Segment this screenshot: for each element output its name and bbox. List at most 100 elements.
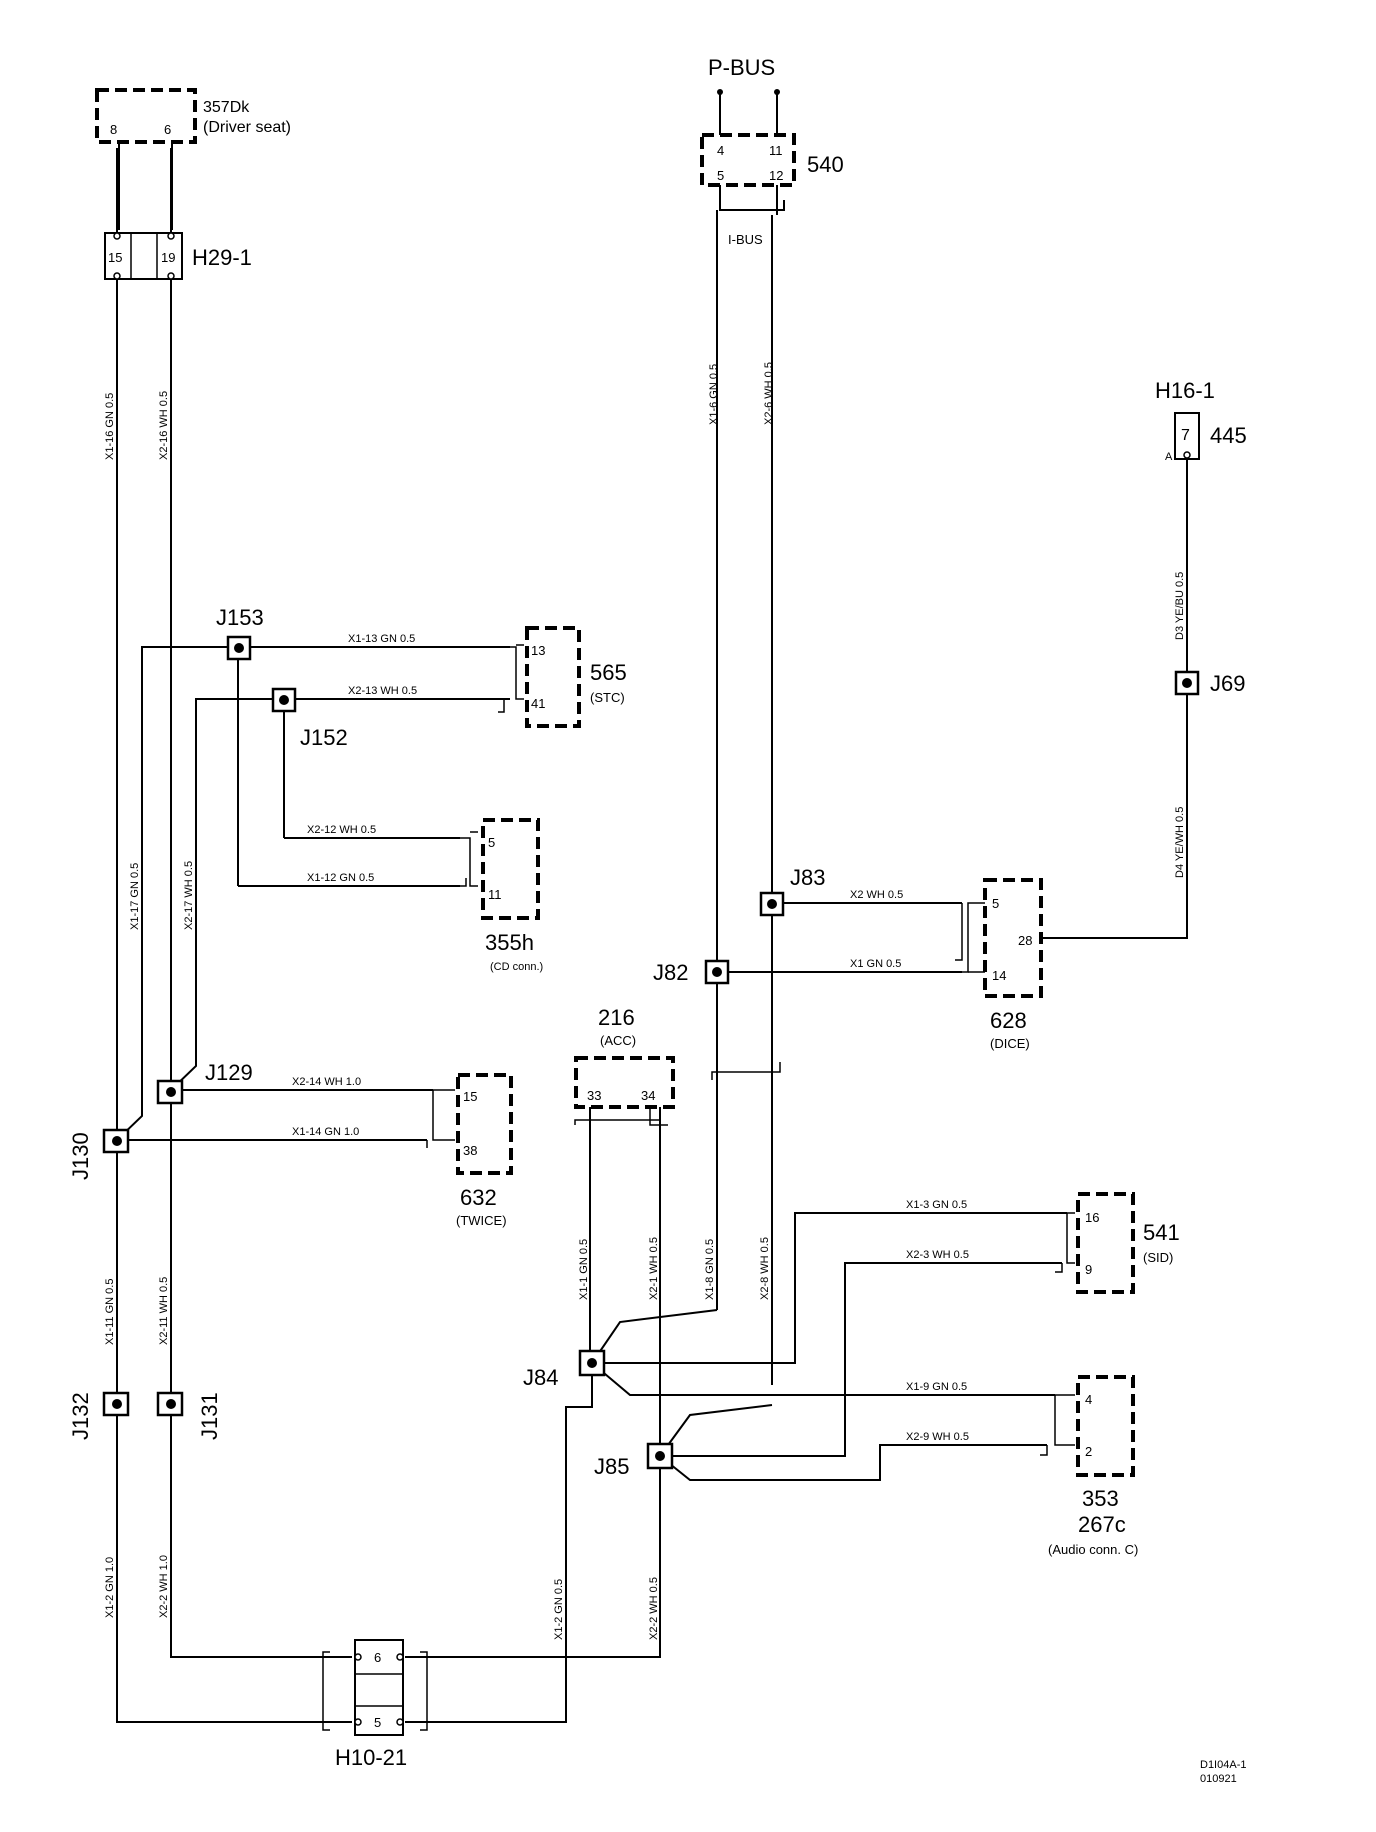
junction-label: J85 [594, 1454, 629, 1479]
junction-label: J82 [653, 960, 688, 985]
component-id: 357Dk [203, 99, 250, 116]
pin-label: 8 [110, 122, 117, 137]
component-id: H29-1 [192, 245, 252, 270]
pin-label: 16 [1085, 1210, 1099, 1225]
wire-label: D3 YE/BU 0.5 [1174, 572, 1186, 640]
connector-540: 4 11 5 12 540 [700, 133, 844, 187]
wire-label: X1-3 GN 0.5 [906, 1199, 967, 1211]
wire-label: X1-2 GN 1.0 [104, 1557, 116, 1618]
wire-label: X1-1 GN 0.5 [578, 1239, 590, 1300]
junction-label: J152 [300, 725, 348, 750]
pin-label: 14 [992, 968, 1006, 983]
component-desc: (Audio conn. C) [1048, 1542, 1138, 1557]
connector-353: 4 2 353 267c (Audio conn. C) [1048, 1375, 1138, 1557]
wire-label: X2-3 WH 0.5 [906, 1249, 969, 1261]
pin-label: 33 [587, 1088, 601, 1103]
wire-label: X1 GN 0.5 [850, 958, 901, 970]
component-id: 632 [460, 1185, 497, 1210]
drawing-code: D1I04A-1 [1200, 1759, 1246, 1771]
wire-label: X2-17 WH 0.5 [183, 861, 195, 930]
component-desc: (TWICE) [456, 1213, 507, 1228]
component-num: 445 [1210, 423, 1247, 448]
component-id-2: 267c [1078, 1512, 1126, 1537]
junction-label: J83 [790, 865, 825, 890]
wire-label: X1-14 GN 1.0 [292, 1126, 359, 1138]
junction-j152: J152 [271, 687, 348, 750]
pin-label: 11 [488, 887, 502, 902]
wire-label: X2-8 WH 0.5 [759, 1237, 771, 1300]
component-id: H16-1 [1155, 378, 1215, 403]
wire-label: X2-12 WH 0.5 [307, 824, 376, 836]
pin-label: 13 [531, 643, 545, 658]
component-desc: (SID) [1143, 1250, 1173, 1265]
junction-label: J132 [68, 1392, 93, 1440]
wire-label: X1-17 GN 0.5 [129, 863, 141, 930]
wire-label: X2-11 WH 0.5 [158, 1277, 170, 1345]
wires [116, 89, 1188, 1731]
component-id: H10-21 [335, 1745, 407, 1770]
junction-label: J69 [1210, 671, 1245, 696]
wire-label: X1-6 GN 0.5 [708, 364, 720, 425]
component-desc: (Driver seat) [203, 119, 291, 136]
connector-h29-1: 15 19 H29-1 [104, 232, 252, 280]
wire-label: X1-8 GN 0.5 [704, 1239, 716, 1300]
connector-565: 13 41 565 (STC) [525, 626, 627, 728]
pin-label: 4 [1085, 1392, 1092, 1407]
pin-label: 5 [717, 168, 724, 183]
wire-label: X2-2 WH 0.5 [648, 1577, 660, 1640]
pin-label: 11 [769, 143, 783, 158]
connector-216: 216 (ACC) 33 34 [574, 1005, 675, 1109]
pin-label: 5 [374, 1715, 381, 1730]
junction-j130: J130 [68, 1128, 130, 1180]
pin-label: 7 [1181, 427, 1190, 444]
wire-label: X1-11 GN 0.5 [104, 1279, 116, 1345]
i-bus-label: I-BUS [728, 232, 763, 247]
wire-label: X2-16 WH 0.5 [158, 391, 170, 460]
pin-label: 5 [488, 835, 495, 850]
p-bus-label: P-BUS [708, 55, 775, 80]
wire-label: X1-2 GN 0.5 [553, 1579, 565, 1640]
pin-label: 2 [1085, 1444, 1092, 1459]
wire-label: X1-12 GN 0.5 [307, 872, 374, 884]
wire-labels: X1-16 GN 0.5 X2-16 WH 0.5 X1-6 GN 0.5 X2… [104, 362, 1186, 1640]
wire-label: D4 YE/WH 0.5 [1174, 807, 1186, 878]
pin-label: 41 [531, 696, 545, 711]
wire-label: X2-9 WH 0.5 [906, 1431, 969, 1443]
component-desc: (ACC) [600, 1033, 636, 1048]
wire-label: X2-6 WH 0.5 [763, 362, 775, 425]
wire-label: X1-16 GN 0.5 [104, 393, 116, 460]
drawing-date: 010921 [1200, 1773, 1237, 1785]
pin-label: 4 [717, 143, 724, 158]
connector-632: 15 38 632 (TWICE) [456, 1073, 513, 1228]
junction-j83: J83 [759, 865, 825, 917]
pin-label: 5 [992, 896, 999, 911]
pin-label: 19 [161, 250, 175, 265]
junction-j132: J132 [68, 1391, 130, 1440]
junction-j69: J69 [1174, 670, 1245, 696]
component-id: 540 [807, 152, 844, 177]
pin-label: 12 [769, 168, 783, 183]
junction-label: J131 [197, 1392, 222, 1440]
connector-h16-1: H16-1 7 A 445 [1155, 378, 1247, 463]
pin-label: 15 [108, 250, 122, 265]
pin-label: 34 [641, 1088, 655, 1103]
connector-541: 16 9 541 (SID) [1076, 1192, 1180, 1294]
component-id: 353 [1082, 1486, 1119, 1511]
junction-j85: J85 [594, 1442, 674, 1479]
wire-label: X2 WH 0.5 [850, 889, 903, 901]
pin-label: 15 [463, 1089, 477, 1104]
junction-j82: J82 [653, 959, 730, 985]
pin-label: 6 [374, 1650, 381, 1665]
pin-sub-label: A [1165, 451, 1173, 463]
wire-label: X2-14 WH 1.0 [292, 1076, 361, 1088]
pin-label: 6 [164, 122, 171, 137]
pin-label: 9 [1085, 1262, 1092, 1277]
component-desc: (CD conn.) [490, 961, 543, 973]
pin-label: 28 [1018, 933, 1032, 948]
connector-628: 5 28 14 628 (DICE) [983, 878, 1043, 1051]
wire-label: X2-1 WH 0.5 [648, 1237, 660, 1300]
component-id: 628 [990, 1008, 1027, 1033]
wire-label: X2-2 WH 1.0 [158, 1555, 170, 1618]
component-id: 216 [598, 1005, 635, 1030]
junction-j153: J153 [216, 605, 264, 661]
